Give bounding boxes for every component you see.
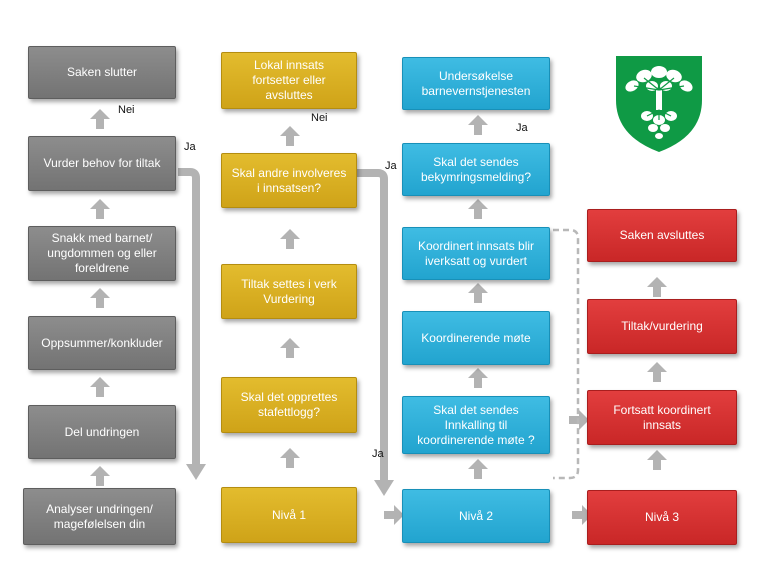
arrow-up-icon — [90, 199, 110, 219]
arrow-up-icon — [647, 450, 667, 470]
arrow-up-icon — [90, 109, 110, 129]
arrow-up-icon — [468, 283, 488, 303]
label-ja: Ja — [372, 448, 384, 460]
arrow-up-icon — [647, 362, 667, 382]
box-saken-avsluttes: Saken avsluttes — [587, 209, 737, 262]
arrow-right-icon — [384, 505, 404, 525]
arrow-up-icon — [280, 448, 300, 468]
arrow-up-icon — [468, 459, 488, 479]
box-niva-1: Nivå 1 — [221, 487, 357, 543]
arrow-up-icon — [468, 115, 488, 135]
box-niva-3: Nivå 3 — [587, 490, 737, 545]
arrow-up-icon — [468, 199, 488, 219]
box-saken-slutter: Saken slutter — [28, 46, 176, 99]
box-koordinert-innsats: Koordinert innsats blir iverksatt og vur… — [402, 227, 550, 280]
label-ja: Ja — [184, 141, 196, 153]
ja-connector-gray — [178, 168, 200, 466]
box-undersokelse-barnevern: Undersøkelse barnevernstjenesten — [402, 57, 550, 110]
label-nei: Nei — [311, 112, 328, 124]
arrow-up-icon — [90, 288, 110, 308]
label-ja: Ja — [516, 122, 528, 134]
box-lokal-innsats: Lokal innsats fortsetter eller avsluttes — [221, 52, 357, 109]
label-nei: Nei — [118, 104, 135, 116]
arrow-up-icon — [280, 229, 300, 249]
box-oppsummer: Oppsummer/konkluder — [28, 316, 176, 370]
arrow-up-icon — [90, 377, 110, 397]
arrow-up-icon — [647, 277, 667, 297]
box-tiltak-vurdering: Tiltak/vurdering — [587, 299, 737, 354]
arrow-up-icon — [468, 368, 488, 388]
box-innkalling: Skal det sendes Innkalling til koordiner… — [402, 396, 550, 454]
arrow-up-icon — [280, 126, 300, 146]
ja-connector-gold — [357, 169, 388, 482]
box-skal-andre-involveres: Skal andre involveres i innsatsen? — [221, 153, 357, 208]
box-del-undringen: Del undringen — [28, 405, 176, 459]
arrow-up-icon — [280, 338, 300, 358]
arrow-down-icon — [186, 464, 206, 480]
box-snakk-med-barnet: Snakk med barnet/ ungdommen og eller for… — [28, 226, 176, 281]
box-bekymringsmelding: Skal det sendes bekymringsmelding? — [402, 143, 550, 196]
label-ja: Ja — [385, 160, 397, 172]
box-analyser-undringen: Analyser undringen/ magefølelsen din — [23, 488, 176, 545]
arrow-down-icon — [374, 480, 394, 496]
dashed-connector — [553, 228, 580, 480]
box-fortsatt-koordinert: Fortsatt koordinert innsats — [587, 390, 737, 445]
box-vurder-behov: Vurder behov for tiltak — [28, 136, 176, 191]
box-niva-2: Nivå 2 — [402, 489, 550, 543]
box-koordinerende-mote: Koordinerende møte — [402, 311, 550, 365]
arrow-up-icon — [90, 466, 110, 486]
box-tiltak-settes-i-verk: Tiltak settes i verk Vurdering — [221, 264, 357, 319]
box-skal-det-opprettes-stafettlogg: Skal det opprettes stafettlogg? — [221, 377, 357, 433]
